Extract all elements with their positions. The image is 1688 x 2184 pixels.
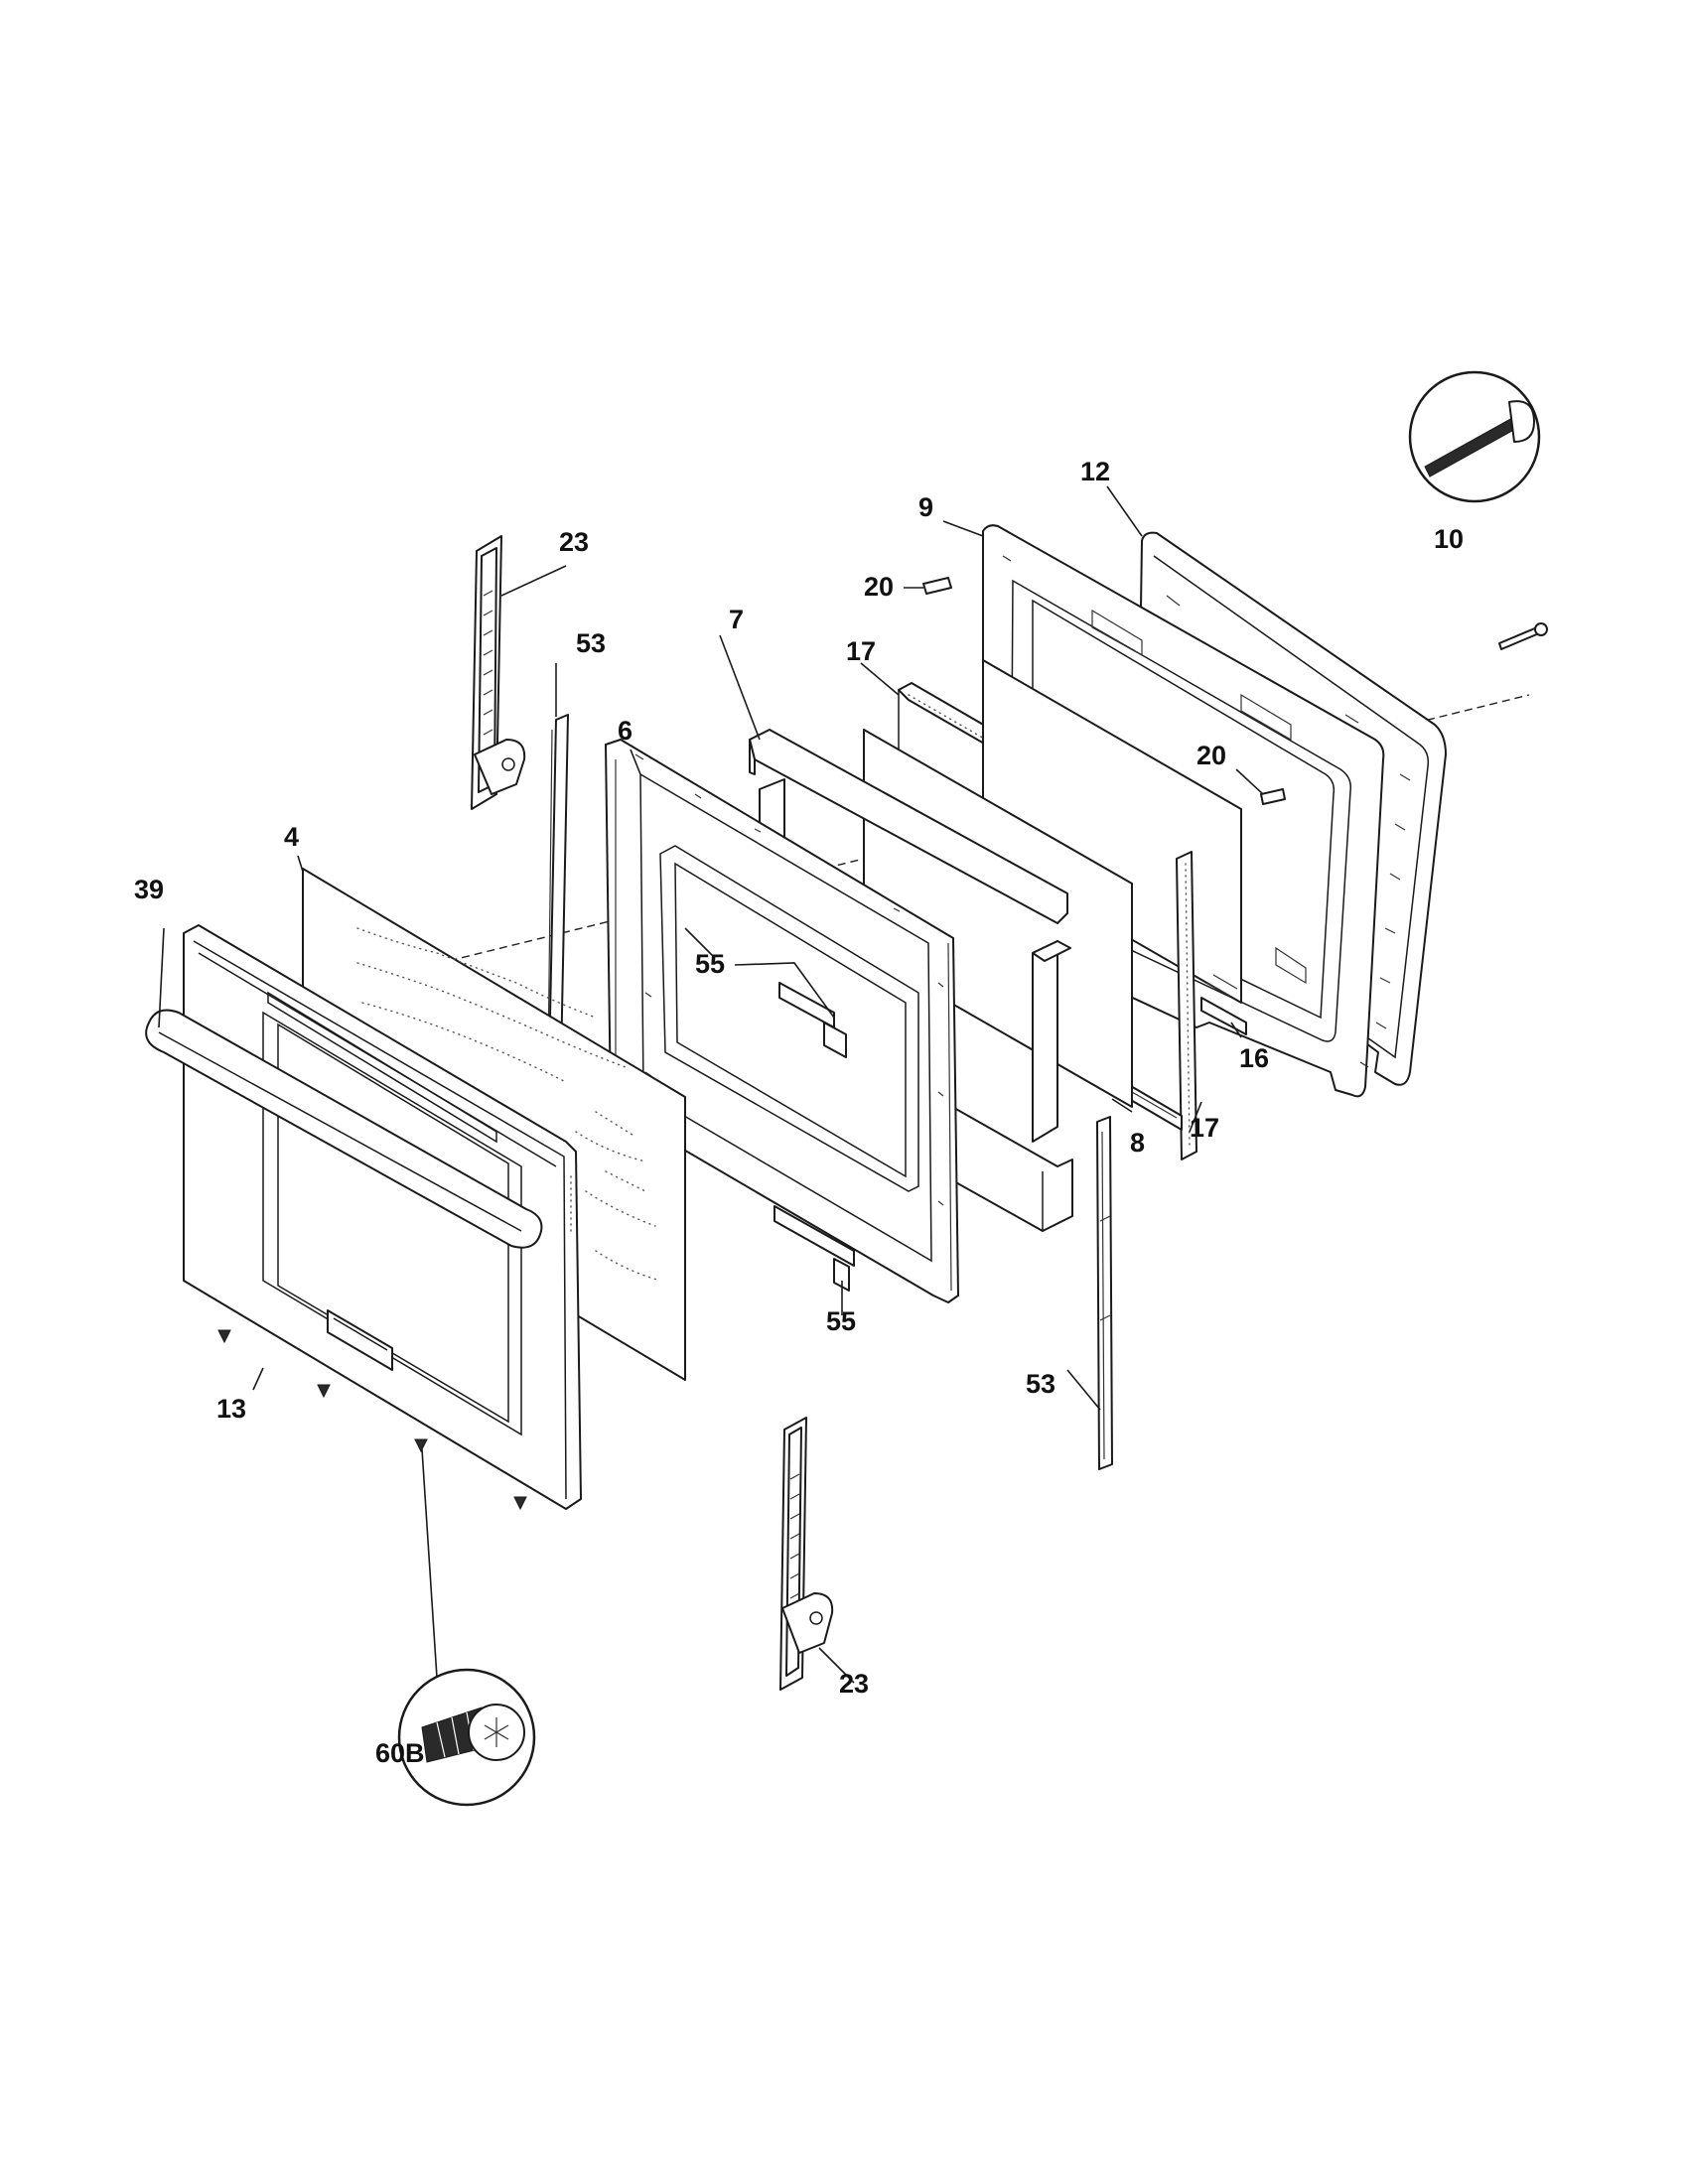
callout-20-upper: 20 [864,572,894,602]
callout-55-lower: 55 [826,1306,856,1336]
part-20-clip-lower [1260,788,1286,805]
part-16-bracket [1200,997,1247,1035]
part-55-hinge-receptacle-lower [774,1205,855,1292]
detail-bubble-10 [1408,370,1541,503]
callout-20-lower: 20 [1196,741,1226,770]
callout-10: 10 [1434,524,1464,554]
callout-16: 16 [1239,1043,1269,1073]
callout-53-upper: 53 [576,628,606,658]
callout-7: 7 [729,605,744,634]
callout-17-lower: 17 [1190,1113,1219,1143]
part-55-hinge-receptacle-upper [778,982,847,1058]
part-6-inner-frame [605,739,959,1303]
screw-10-small [1498,622,1548,650]
callout-55-upper: 55 [695,949,725,979]
callout-6: 6 [618,716,633,746]
callout-53-lower: 53 [1026,1369,1055,1399]
callout-60B: 60B [375,1738,425,1768]
callout-23-upper: 23 [559,527,589,557]
part-53-side-trim-right [1096,1116,1113,1470]
callout-9: 9 [918,492,933,522]
callout-13: 13 [216,1394,246,1424]
callout-17-upper: 17 [846,636,876,666]
part-39-handle [145,1009,543,1249]
leader-lines [158,485,1264,1684]
callout-4: 4 [284,822,299,852]
callout-39: 39 [134,875,164,904]
door-bottom-screws [217,1329,527,1511]
part-23-hinge-lower [779,1417,834,1691]
callout-8: 8 [1130,1128,1145,1158]
part-23-hinge-upper [471,535,526,810]
callout-labels: 4 6 7 8 9 10 12 13 16 17 17 20 20 23 23 … [134,457,1464,1768]
callout-12: 12 [1080,457,1110,486]
part-53-side-trim-left [547,714,569,1068]
callout-23-lower: 23 [839,1669,869,1699]
detail-bubble-60B [397,1668,536,1807]
part-20-clip-upper [922,577,952,595]
